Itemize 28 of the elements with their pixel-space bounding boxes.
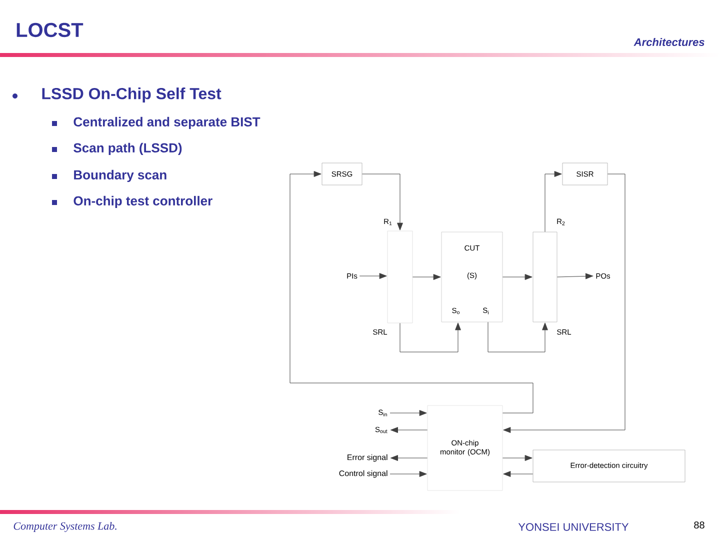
arrow — [390, 471, 427, 477]
arrow — [390, 455, 428, 461]
arrow — [502, 274, 532, 280]
arrow — [359, 273, 387, 279]
bullet-text: On-chip test controller — [74, 196, 212, 208]
arrow — [488, 322, 548, 352]
arrow — [290, 171, 534, 414]
page-number: 88 — [694, 521, 704, 529]
arrow — [390, 410, 427, 416]
bullet-text: Scan path (LSSD) — [74, 142, 182, 156]
arrow — [412, 274, 441, 280]
bullet-text: Boundary scan — [74, 170, 166, 182]
footer-text: Computer Systems Lab. — [14, 522, 116, 532]
slide-title: LOCST — [16, 22, 84, 38]
section-label: Architectures — [634, 38, 704, 46]
arrow — [503, 471, 534, 477]
signal-label: Control signal — [339, 470, 388, 478]
arrow — [544, 171, 562, 232]
arrow — [390, 427, 428, 433]
arrow — [503, 174, 626, 433]
arrow — [362, 174, 403, 230]
bullet-text: LSSD On-Chip Self Test — [42, 88, 222, 102]
arrow — [400, 322, 461, 352]
arrow — [502, 455, 532, 461]
footer-text: YONSEI UNIVERSITY — [518, 523, 629, 531]
signal-label: Error signal — [348, 454, 388, 462]
arrow — [556, 273, 594, 280]
bullet-text: Centralized and separate BIST — [74, 116, 260, 130]
